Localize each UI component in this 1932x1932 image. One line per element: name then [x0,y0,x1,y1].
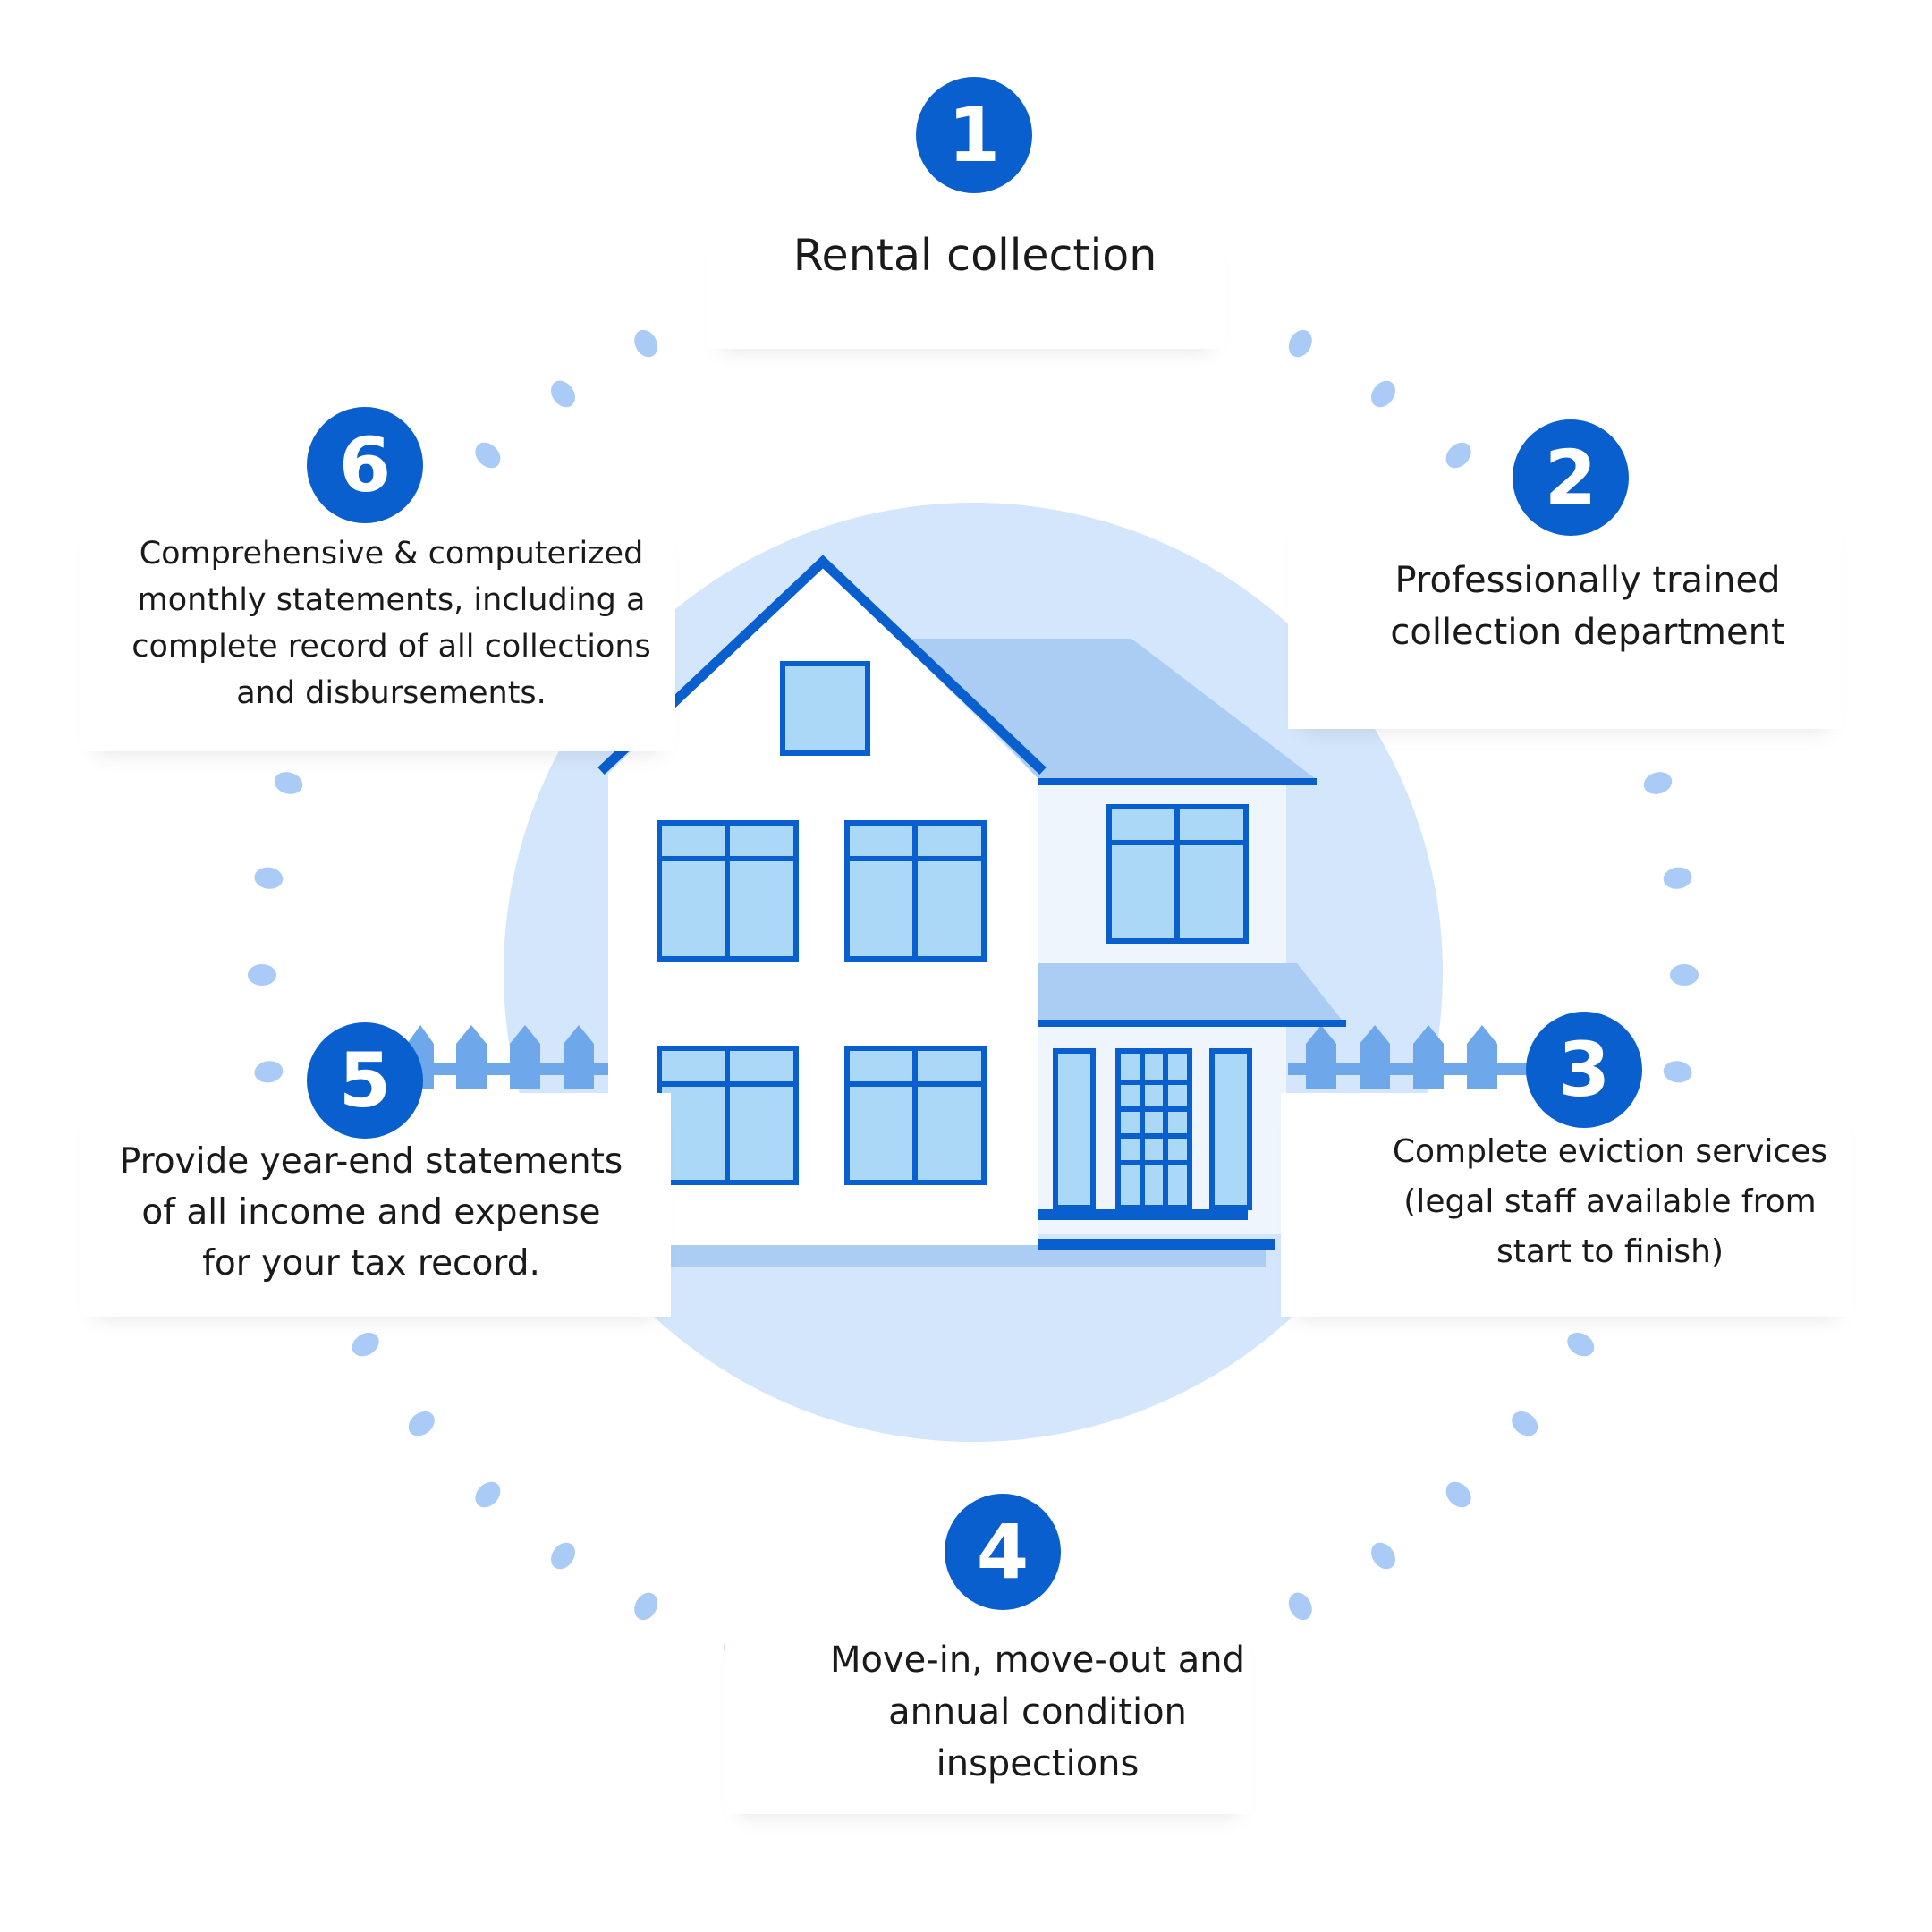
ring-dot [1512,1411,1538,1436]
step-4-label: Move-in, move-out and annual condition i… [830,1640,1245,1784]
step-2-badge: 2 [1513,419,1629,536]
ring-dot [634,1592,658,1621]
ring-dot [1371,380,1395,408]
ring-dot [551,1542,575,1570]
card-step-4 [724,1619,1252,1814]
card-step-2 [1288,505,1843,729]
card-step-1 [707,224,1225,349]
step-6-badge: 6 [307,407,423,523]
step-2-label: Professionally trained collection depart… [1390,560,1785,653]
ring-dot [1288,329,1312,358]
step-1-badge: 1 [916,77,1032,193]
ring-dot [254,867,284,889]
ring-dot [1445,442,1471,469]
ring-dot [1567,1332,1595,1357]
ring-dot [1371,1542,1395,1570]
ring-dot [248,964,276,986]
ring-dot [475,442,501,469]
front-door [1115,1048,1192,1210]
ring-dot [1670,964,1699,986]
step-3-label: Complete eviction services (legal staff … [1392,1133,1828,1270]
step-3-badge: 3 [1526,1012,1642,1128]
card-step-6 [80,510,675,751]
ring-dot [475,1481,501,1508]
ring-dot [352,1332,379,1357]
attic-window [780,661,870,756]
ring-dot [551,380,575,408]
fence-left [367,1025,610,1089]
house [597,555,1346,1267]
ring-dot [634,329,658,358]
ring-dot [1445,1481,1471,1508]
step-6-label: Comprehensive & computerized monthly sta… [131,536,651,711]
ring-dot [274,772,303,794]
step-2 [1038,1239,1275,1250]
ring-dot [408,1411,435,1436]
fence-right [1288,1025,1528,1089]
ring-dot [1663,1061,1692,1083]
ring-dot [1663,867,1692,889]
ring-dot [254,1061,284,1083]
porch-roof [1038,963,1342,1020]
ring-dot [1288,1592,1312,1621]
step-5-label: Provide year-end statements of all incom… [119,1141,623,1284]
step-1 [1038,1209,1248,1220]
porch-side-window [1053,1048,1096,1210]
ring-dot [1643,772,1673,794]
step-1-label: Rental collection [792,230,1157,281]
card-step-3 [1281,1093,1852,1317]
porch-side-window [1209,1048,1252,1210]
step-4-badge: 4 [945,1494,1061,1610]
step-5-badge: 5 [307,1022,423,1139]
